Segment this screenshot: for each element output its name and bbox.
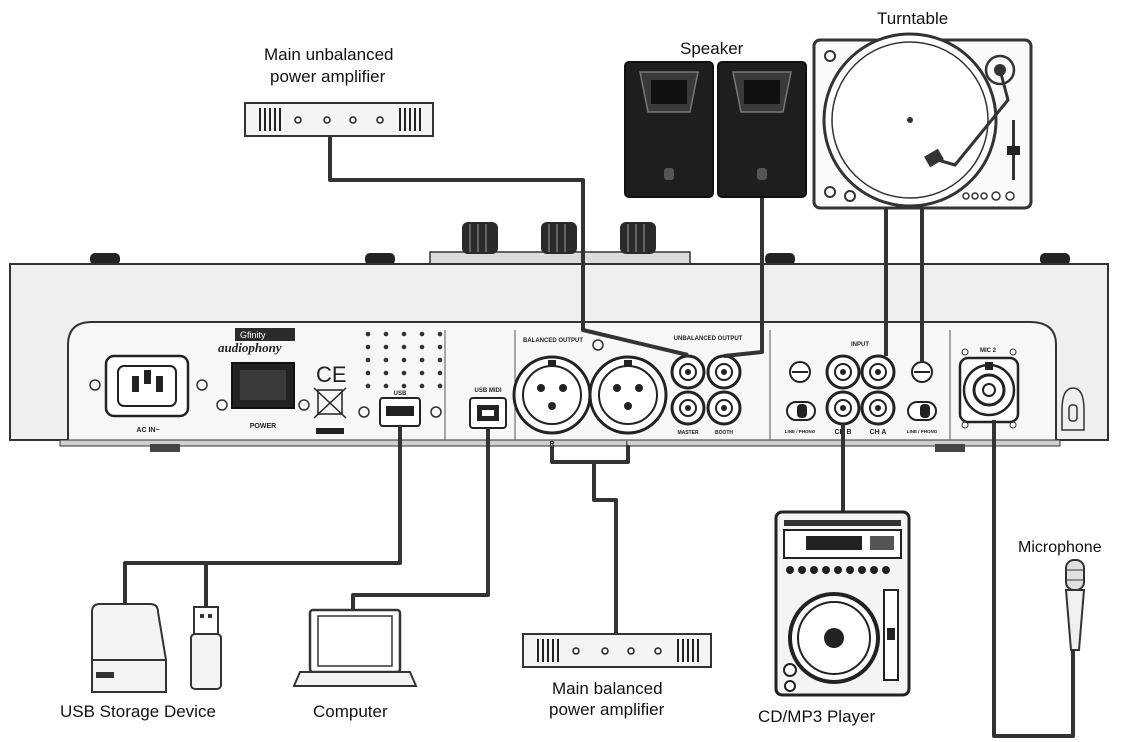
vent-dot [365, 357, 371, 363]
mic2-label: MIC 2 [980, 348, 997, 354]
unbalanced-output-label: UNBALANCED OUTPUT [674, 336, 743, 342]
label-microphone: Microphone [1018, 539, 1102, 556]
vent-dot [437, 357, 443, 363]
vent-dot [401, 331, 407, 337]
label-main-balanced-line2: power amplifier [549, 700, 665, 719]
vent-dot [365, 344, 371, 350]
balanced-l-label: L [626, 441, 631, 448]
ch-a-label: CH A [870, 429, 887, 436]
brand: Gfinity audiophony [218, 328, 295, 355]
cd-mp3-player-icon [774, 510, 911, 697]
vent-dot [419, 331, 425, 337]
mixer-rear-panel: AC IN~ POWER Gfinity audiophony CE [9, 222, 1109, 452]
cable-usb-storage [123, 426, 402, 605]
vent-dot [365, 331, 371, 337]
cable-unbalanced-amp [328, 134, 689, 357]
usb-host-label: USB [394, 391, 407, 397]
vent-dot [419, 357, 425, 363]
brand-badge: Gfinity [240, 330, 266, 340]
xlr-jack-l [588, 355, 668, 435]
mixer-foot [90, 253, 120, 265]
ac-in-label: AC IN~ [136, 427, 159, 434]
vent-dot [437, 383, 443, 389]
cables [123, 134, 1075, 738]
ground-terminal [789, 361, 811, 383]
mixer-foot [365, 253, 395, 265]
usb-host-port: USB [358, 391, 442, 427]
lock-slot-icon [1061, 387, 1085, 431]
ac-inlet: AC IN~ [89, 354, 208, 434]
vent-dot [419, 383, 425, 389]
usb-midi-label: USB MIDI [475, 388, 502, 394]
ventilation-grid [365, 331, 443, 389]
vent-dot [401, 344, 407, 350]
vent-dot [365, 383, 371, 389]
balanced-output-label: BALANCED OUTPUT [523, 338, 583, 344]
balanced-r-label: R [549, 441, 554, 448]
label-computer: Computer [313, 702, 388, 721]
line-phono-a-label: LINE / PHONO [907, 429, 938, 434]
master-label: MASTER [677, 430, 699, 436]
knob [462, 222, 498, 254]
vent-dot [365, 370, 371, 376]
label-usb-storage: USB Storage Device [60, 702, 216, 721]
vent-dot [383, 370, 389, 376]
vent-dot [419, 344, 425, 350]
usb-midi-port: USB MIDI [469, 388, 507, 429]
input-section: INPUT LINE / PHONO LINE / PHONO CH B [785, 342, 938, 436]
power-label: POWER [250, 423, 276, 430]
vent-dot [419, 370, 425, 376]
cable-microphone [992, 420, 1075, 738]
vent-dot [401, 357, 407, 363]
speaker-icon [624, 61, 714, 198]
mixer-foot [1040, 253, 1070, 265]
vent-dot [383, 344, 389, 350]
turntable-icon [812, 32, 1033, 210]
cable-balanced-amp [550, 446, 630, 464]
microphone-icon [1064, 559, 1086, 651]
main-balanced-power-amplifier-icon [522, 633, 712, 668]
vent-dot [437, 344, 443, 350]
vent-dot [437, 331, 443, 337]
label-cd-mp3-player: CD/MP3 Player [758, 707, 876, 726]
power-switch: POWER [216, 362, 310, 430]
knob [620, 222, 656, 254]
vent-dot [383, 357, 389, 363]
unbalanced-output: UNBALANCED OUTPUT MASTER BOOTH [670, 336, 743, 436]
brand-name: audiophony [218, 340, 282, 355]
line-phono-b-label: LINE / PHONO [785, 429, 816, 434]
computer-icon [292, 608, 418, 687]
input-label: INPUT [851, 342, 869, 348]
xlr-jack-r [512, 355, 592, 435]
svg-text:CE: CE [316, 362, 347, 387]
label-turntable: Turntable [877, 9, 949, 28]
cable-speaker [723, 196, 764, 358]
main-unbalanced-power-amplifier-icon [244, 102, 434, 137]
ground-terminal [911, 361, 933, 383]
line-phono-switch-a [907, 401, 937, 421]
vent-dot [401, 370, 407, 376]
line-phono-switch-b [786, 401, 816, 421]
ce-mark: CE [313, 362, 347, 434]
mixer-foot [765, 253, 795, 265]
label-main-balanced-line1: Main balanced [552, 679, 663, 698]
speaker-icon [717, 61, 807, 198]
vent-dot [383, 331, 389, 337]
label-speaker: Speaker [680, 39, 744, 58]
balanced-output: BALANCED OUTPUT R L [512, 338, 668, 448]
mic2-jack: MIC 2 [958, 348, 1020, 429]
label-main-unbalanced-line1: Main unbalanced [264, 45, 394, 64]
vent-dot [401, 383, 407, 389]
vent-dot [383, 383, 389, 389]
usb-stick-icon [190, 606, 222, 690]
booth-label: BOOTH [715, 430, 733, 436]
label-main-unbalanced-line2: power amplifier [270, 67, 386, 86]
cable-computer [351, 428, 490, 610]
vent-dot [437, 370, 443, 376]
knob [541, 222, 577, 254]
usb-storage-device-icon [91, 603, 168, 693]
